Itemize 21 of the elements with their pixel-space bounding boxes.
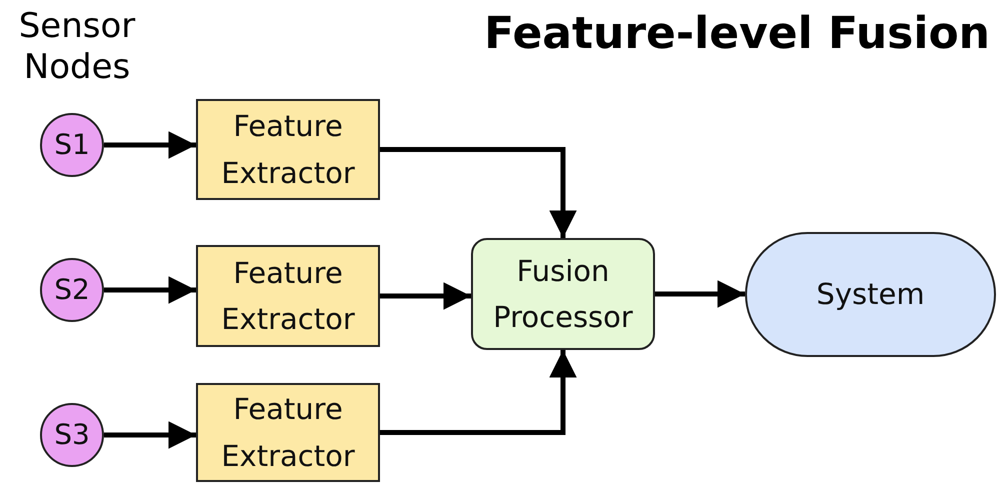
arrow — [380, 350, 577, 435]
arrow — [104, 131, 196, 159]
arrow — [104, 276, 196, 304]
arrow — [655, 280, 745, 308]
node-label: Fusion Processor — [492, 252, 634, 336]
node-label: Feature Extractor — [220, 254, 356, 338]
node-label: System — [816, 276, 925, 314]
process-box — [471, 238, 655, 350]
process-box — [196, 245, 380, 347]
node-label: S1 — [54, 126, 90, 163]
process-box — [196, 383, 380, 482]
arrow — [380, 147, 577, 238]
arrow — [104, 421, 196, 449]
node-label: Feature Extractor — [220, 108, 356, 192]
process-box — [196, 99, 380, 200]
node-label: S3 — [54, 416, 90, 453]
node-label: S2 — [54, 272, 90, 308]
group-label: Sensor Nodes — [18, 6, 136, 88]
arrow — [380, 282, 471, 310]
node-label: Feature Extractor — [220, 391, 356, 474]
title: Feature-level Fusion — [484, 8, 990, 59]
